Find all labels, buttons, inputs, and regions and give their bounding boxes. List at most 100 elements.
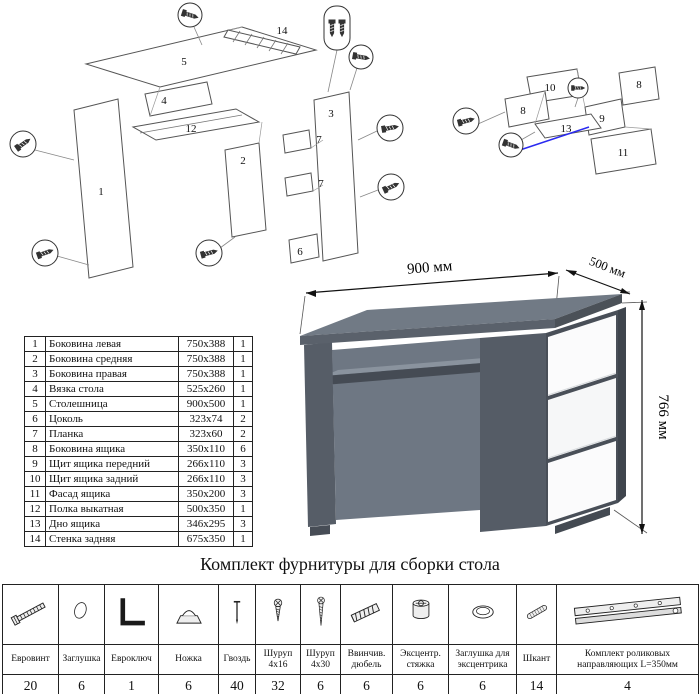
hardware-icon-cell [158, 584, 219, 645]
part-label-4: 4 [161, 95, 167, 107]
hardware-qty: 40 [218, 674, 256, 694]
hardware-qty: 6 [158, 674, 219, 694]
hardware-icon-cell [448, 584, 517, 645]
part-qty-cell: 2 [233, 411, 253, 427]
screw-short-icon [273, 598, 283, 622]
part-4-tie [144, 81, 213, 117]
part-name-cell: Стенка задняя [45, 531, 179, 547]
part-num-cell: 9 [24, 456, 46, 472]
part-label-2: 2 [240, 155, 246, 167]
keyboard-tray-top [324, 357, 496, 376]
part-label-9: 9 [599, 113, 605, 125]
part-qty-cell: 3 [233, 471, 253, 487]
hardware-qty: 4 [556, 674, 699, 694]
part-name-cell: Боковина левая [45, 336, 179, 352]
hardware-callouts [9, 2, 405, 267]
hardware-icon-cell [255, 584, 301, 645]
pedestal-side [480, 333, 546, 532]
tabletop-front-edge [300, 319, 555, 345]
part-name-cell: Цоколь [45, 411, 179, 427]
drawer-front-2 [548, 378, 616, 459]
nail-icon [233, 600, 241, 625]
tabletop-top [300, 294, 622, 336]
hatch-lines [232, 30, 289, 55]
depth-dimension-label: 500 мм [587, 254, 627, 281]
part-size-cell: 750x388 [178, 336, 234, 352]
part-label-10: 10 [545, 82, 557, 94]
part-name-cell: Полка выкатная [45, 501, 179, 517]
part-8-drawer-side [618, 66, 660, 106]
part-name-cell: Фасад ящика [45, 486, 179, 502]
part-label-14: 14 [277, 25, 289, 37]
hardware-name: Эксцентр. стяжка [392, 644, 449, 675]
hardware-name: Шкант [516, 644, 557, 675]
part-size-cell: 500x350 [178, 501, 234, 517]
part-num-cell: 6 [24, 411, 46, 427]
hardware-kit-table: Евровинт Заглушка Евроключ Ножка Гвоздь … [2, 584, 699, 694]
hardware-name: Ввинчив. дюбель [340, 644, 393, 675]
cam-cap-icon [471, 605, 494, 619]
part-qty-cell: 3 [233, 456, 253, 472]
main-part-labels: 5 14 1 4 12 2 3 7 7 6 [98, 25, 334, 258]
part-11-drawer-facade [590, 128, 657, 175]
part-num-cell: 2 [24, 351, 46, 367]
height-dimension: 766 мм [639, 300, 671, 534]
part-label-12: 12 [186, 123, 197, 135]
exploded-assembly-diagram: 5 14 1 4 12 2 3 7 7 6 [9, 2, 660, 279]
hardware-qty: 6 [340, 674, 393, 694]
desk-back-panel [332, 338, 480, 520]
hardware-name: Ножка [158, 644, 219, 675]
hardware-icon-cell [2, 584, 59, 645]
part-size-cell: 266x110 [178, 471, 234, 487]
hardware-qty: 6 [392, 674, 449, 694]
width-dimension-label: 900 мм [407, 258, 454, 278]
hardware-icon-row [2, 584, 699, 645]
part-num-cell: 7 [24, 426, 46, 442]
part-size-cell: 346x295 [178, 516, 234, 532]
part-name-cell: Боковина правая [45, 366, 179, 382]
hardware-name: Евровинт [2, 644, 59, 675]
part-name-cell: Вязка стола [45, 381, 179, 397]
part-num-cell: 3 [24, 366, 46, 382]
part-13-drawer-bottom [534, 113, 602, 139]
depth-dimension: 500 мм [565, 254, 631, 295]
part-name-cell: Боковина средняя [45, 351, 179, 367]
part-qty-cell: 1 [233, 351, 253, 367]
hardware-qty: 6 [58, 674, 105, 694]
part-num-cell: 4 [24, 381, 46, 397]
keyboard-tray-front [324, 363, 482, 385]
part-14-back-panel [223, 29, 301, 55]
assembly-guide-lines [149, 26, 324, 192]
hardware-name: Заглушка [58, 644, 105, 675]
part-label-8b: 8 [520, 105, 526, 117]
drawer-front-1 [548, 315, 616, 396]
drawer-front-3 [548, 441, 616, 522]
assembled-desk-render: 900 мм 500 мм 766 мм [299, 254, 671, 536]
part-num-cell: 13 [24, 516, 46, 532]
width-dimension: 900 мм [305, 258, 559, 297]
part-num-cell: 10 [24, 471, 46, 487]
part-num-cell: 11 [24, 486, 46, 502]
hardware-icon-cell [340, 584, 393, 645]
part-label-7a: 7 [316, 134, 322, 146]
hexkey-icon [120, 598, 145, 626]
hardware-icon-cell [516, 584, 557, 645]
part-size-cell: 323x74 [178, 411, 234, 427]
wood-dowel-icon [526, 604, 547, 620]
part-size-cell: 750x388 [178, 351, 234, 367]
part-size-cell: 266x110 [178, 456, 234, 472]
pedestal-base [555, 507, 610, 534]
part-8-drawer-side [504, 90, 550, 128]
hardware-icon-cell [300, 584, 341, 645]
hardware-icon-cell [104, 584, 159, 645]
